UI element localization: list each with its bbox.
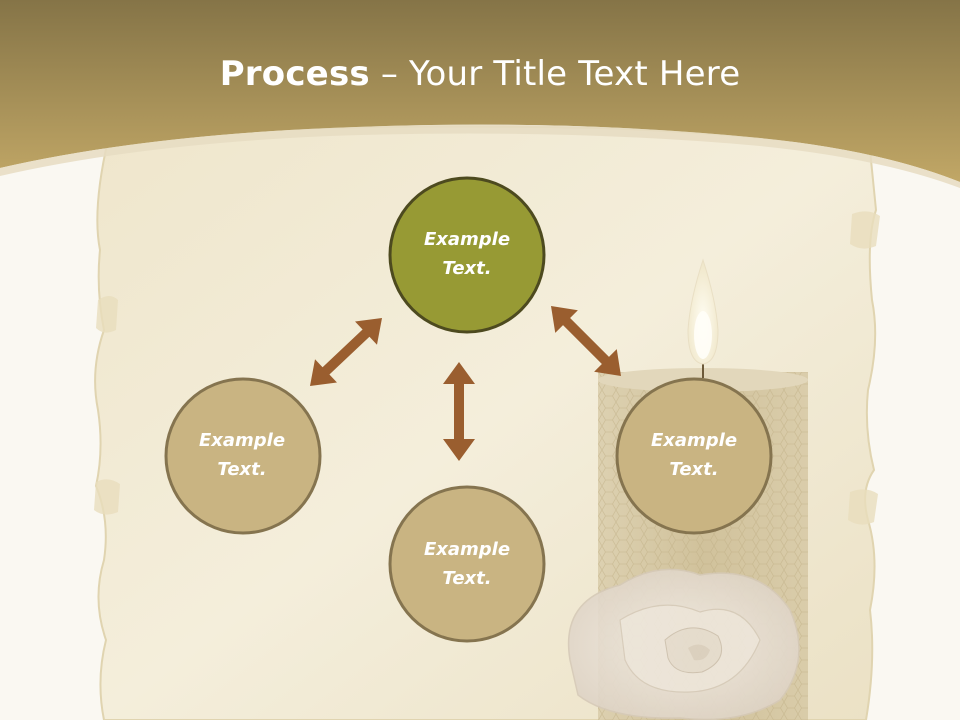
node-label-left-line1: Example xyxy=(198,430,286,451)
node-circle-bottom xyxy=(388,485,546,643)
white-rose-image xyxy=(567,568,800,720)
node-label-top-line1: Example xyxy=(423,229,511,250)
header-band xyxy=(0,0,960,188)
node-label-bottom-line2: Text. xyxy=(442,568,492,589)
node-label-right: Example Text. xyxy=(619,426,769,484)
node-circle-left xyxy=(164,377,322,535)
node-label-top-line2: Text. xyxy=(442,258,492,279)
title-bold: Process xyxy=(219,54,370,94)
node-label-left-line2: Text. xyxy=(217,459,267,480)
node-label-left: Example Text. xyxy=(167,426,317,484)
node-label-right-line1: Example xyxy=(650,430,738,451)
arrow-top-right xyxy=(551,306,621,376)
process-nodes xyxy=(164,176,773,643)
arrow-top-left xyxy=(310,318,382,386)
node-circle-right xyxy=(615,377,773,535)
node-label-top: Example Text. xyxy=(392,225,542,283)
title-rest: – Your Title Text Here xyxy=(369,54,741,94)
arrow-vertical xyxy=(443,362,475,461)
node-circle-top xyxy=(388,176,546,334)
connector-arrows xyxy=(310,306,621,461)
node-label-right-line2: Text. xyxy=(669,459,719,480)
node-label-bottom-line1: Example xyxy=(423,539,511,560)
node-label-bottom: Example Text. xyxy=(392,535,542,593)
slide-title: Process – Your Title Text Here xyxy=(0,52,960,96)
